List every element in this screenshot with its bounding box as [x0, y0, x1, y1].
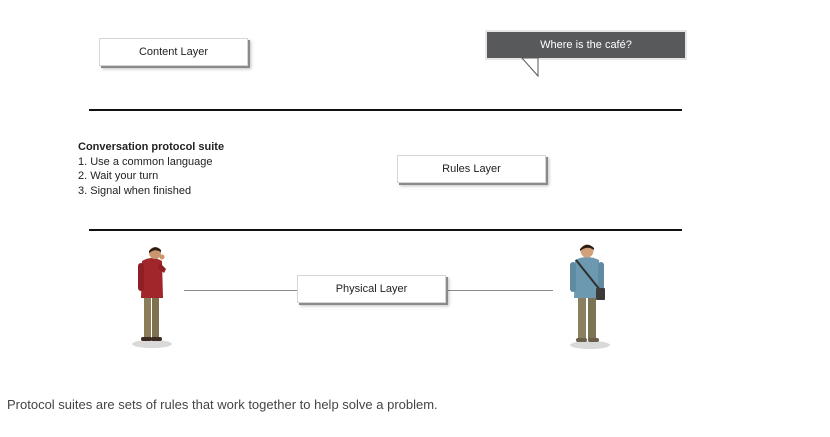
- rule-item: 1. Use a common language: [78, 155, 213, 168]
- speech-bubble-text: Where is the café?: [540, 39, 632, 51]
- person-left-image: [132, 247, 172, 348]
- caption: Protocol suites are sets of rules that w…: [7, 397, 438, 412]
- top-separator: [89, 109, 682, 111]
- content-layer-text: Content Layer: [138, 46, 209, 58]
- bottom-separator: [89, 229, 682, 231]
- physical-link-right: [445, 290, 553, 291]
- speech-bubble-tail: [521, 58, 539, 78]
- physical-layer-label: Physical Layer: [297, 275, 446, 303]
- rules-layer-text: Rules Layer: [442, 163, 501, 175]
- physical-link-left: [184, 290, 298, 291]
- rules-layer-label: Rules Layer: [397, 155, 546, 183]
- speech-bubble: Where is the café?: [487, 32, 685, 58]
- rule-item: 3. Signal when finished: [78, 184, 192, 197]
- protocol-suite: Conversation protocol suite 1. Use a com…: [78, 140, 224, 198]
- physical-layer-text: Physical Layer: [335, 283, 408, 295]
- rule-item: 2. Wait your turn: [78, 170, 159, 182]
- content-layer-label: Content Layer: [99, 38, 248, 66]
- protocol-suite-title: Conversation protocol suite: [78, 141, 225, 153]
- person-right-image: [570, 244, 610, 349]
